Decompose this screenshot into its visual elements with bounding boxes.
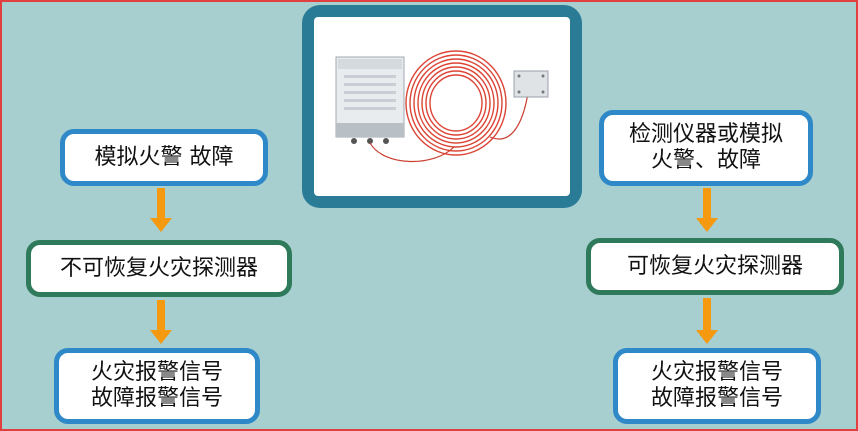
left-signal-box: 火灾报警信号 故障报警信号	[54, 348, 260, 424]
left-source-box: 模拟火警 故障	[60, 129, 268, 186]
right-detector-box: 可恢复火灾探测器	[586, 238, 844, 295]
linear-heat-detector-photo	[335, 50, 549, 163]
right-source-box: 检测仪器或模拟 火警、故障	[599, 110, 813, 186]
right-arrow-2	[696, 298, 718, 344]
right-signal-box: 火灾报警信号 故障报警信号	[613, 348, 821, 424]
left-arrow-1	[150, 188, 172, 232]
product-photo	[314, 17, 570, 196]
right-arrow-1	[696, 188, 718, 232]
left-arrow-2	[150, 300, 172, 344]
product-photo-frame	[302, 5, 582, 208]
left-detector-box: 不可恢复火灾探测器	[26, 240, 292, 297]
